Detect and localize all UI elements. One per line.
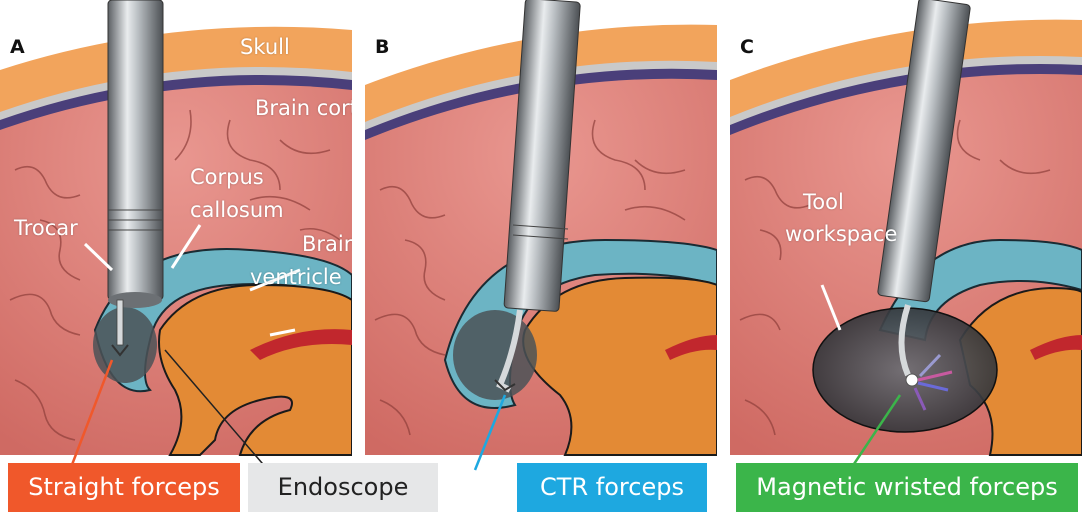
panel-b: B <box>365 0 717 512</box>
corpus-callosum-callout-line2: callosum <box>190 198 284 222</box>
panel-c: C Tool workspace <box>730 0 1082 512</box>
brain-ventricle-callout-line2: ventricle <box>250 265 342 289</box>
straight-forceps-tag: Straight forceps <box>8 463 240 512</box>
trocar-callout: Trocar <box>14 216 78 240</box>
ctr-forceps-tag: CTR forceps <box>517 463 707 512</box>
panel-a: A Skull Brain cortex Corpus callosum Tro… <box>0 0 352 512</box>
magnetic-wristed-forceps-tag: Magnetic wristed forceps <box>736 463 1078 512</box>
tool-workspace-callout-line2: workspace <box>785 222 897 246</box>
endoscope-tag: Endoscope <box>248 463 438 512</box>
brain-cortex-callout: Brain cortex <box>255 96 352 120</box>
brain-ventricle-callout-line1: Brain <box>302 232 352 256</box>
panel-b-label: B <box>375 36 389 58</box>
panel-a-illustration <box>0 0 352 512</box>
tool-workspace-callout-line1: Tool <box>803 190 844 214</box>
skull-callout: Skull <box>240 35 290 59</box>
panel-c-illustration <box>730 0 1082 512</box>
corpus-callosum-callout-line1: Corpus <box>190 165 264 189</box>
panel-b-illustration <box>365 0 717 512</box>
panel-c-label: C <box>740 36 754 58</box>
panel-a-label: A <box>10 36 25 58</box>
